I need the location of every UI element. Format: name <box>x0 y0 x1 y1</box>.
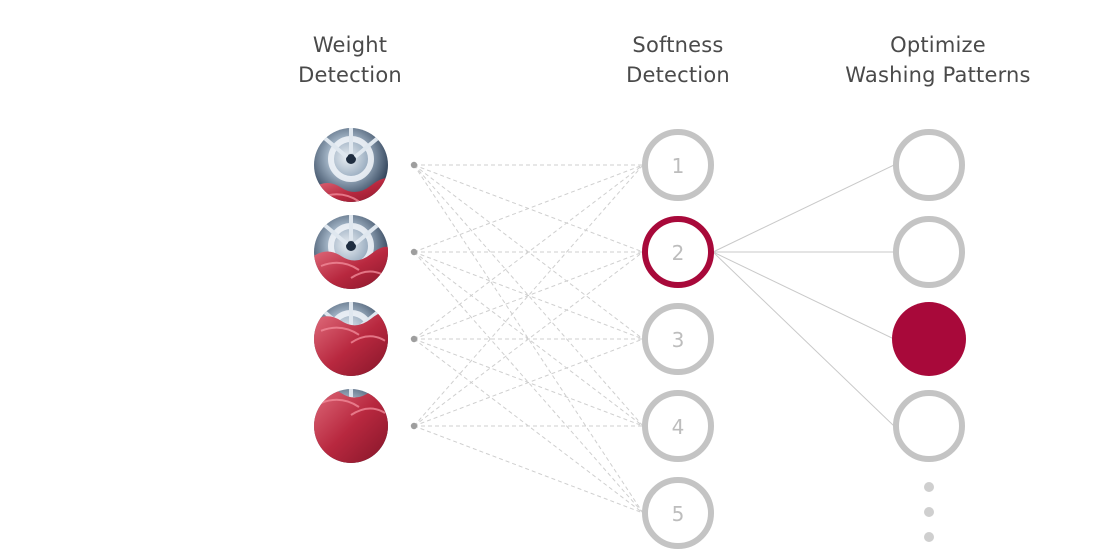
solid-link-s2-p1 <box>712 164 895 253</box>
weight-port-dot <box>410 161 418 169</box>
softness-node-5: 5 <box>642 477 714 549</box>
weight-title-line2: Detection <box>298 63 402 87</box>
softness-node-label: 5 <box>672 502 685 526</box>
dashed-link-w4-s3 <box>413 338 644 427</box>
weight-port-dot <box>410 248 418 256</box>
dashed-link-w4-s1 <box>413 164 644 427</box>
softness-node-label: 4 <box>672 415 685 439</box>
softness-detection-title: Softness Detection <box>548 30 808 90</box>
softness-title-line2: Detection <box>626 63 730 87</box>
dashed-link-w2-s1 <box>413 164 644 253</box>
softness-nodes: 1 2 3 4 5 <box>642 129 714 549</box>
softness-node-label: 1 <box>672 154 685 178</box>
dashed-link-w4-s5 <box>413 425 644 514</box>
dashed-link-w3-s2 <box>413 251 644 340</box>
softness-title-line1: Softness <box>632 33 724 57</box>
drum-laundry-medium-icon <box>314 215 418 289</box>
optimize-title-line2: Washing Patterns <box>845 63 1031 87</box>
weight-title-line1: Weight <box>312 33 388 57</box>
softness-node-2: 2 <box>642 216 714 288</box>
drum-laundry-full-icon <box>314 389 418 463</box>
softness-node-label: 3 <box>672 328 685 352</box>
pattern-node-2 <box>893 216 965 288</box>
softness-node-label: 2 <box>672 241 685 265</box>
dashed-link-w2-s5 <box>413 251 644 514</box>
ellipsis-dot-3 <box>924 532 934 542</box>
optimize-title-line1: Optimize <box>890 33 986 57</box>
weight-nodes <box>314 128 418 463</box>
softness-node-4: 4 <box>642 390 714 462</box>
drum-laundry-low-icon <box>314 128 418 202</box>
dashed-link-w4-s2 <box>413 251 644 427</box>
dashed-link-w1-s4 <box>413 164 644 427</box>
pattern-nodes <box>892 129 966 462</box>
ellipsis-dot-2 <box>924 507 934 517</box>
more-patterns-ellipsis <box>924 482 934 542</box>
softness-node-3: 3 <box>642 303 714 375</box>
pattern-node-1 <box>893 129 965 201</box>
weight-softness-links <box>413 164 644 514</box>
weight-port-dot <box>410 335 418 343</box>
optimize-patterns-title: Optimize Washing Patterns <box>808 30 1068 90</box>
softness-node-1: 1 <box>642 129 714 201</box>
ellipsis-dot-1 <box>924 482 934 492</box>
dashed-link-w3-s1 <box>413 164 644 340</box>
solid-link-s2-p3 <box>712 251 895 340</box>
solid-link-s2-p4 <box>712 251 895 427</box>
weight-port-dot <box>410 422 418 430</box>
drum-laundry-high-icon <box>314 302 418 376</box>
pattern-node-3 <box>892 302 966 376</box>
weight-detection-title: Weight Detection <box>220 30 480 90</box>
pattern-node-4 <box>893 390 965 462</box>
softness-pattern-links <box>712 164 895 427</box>
